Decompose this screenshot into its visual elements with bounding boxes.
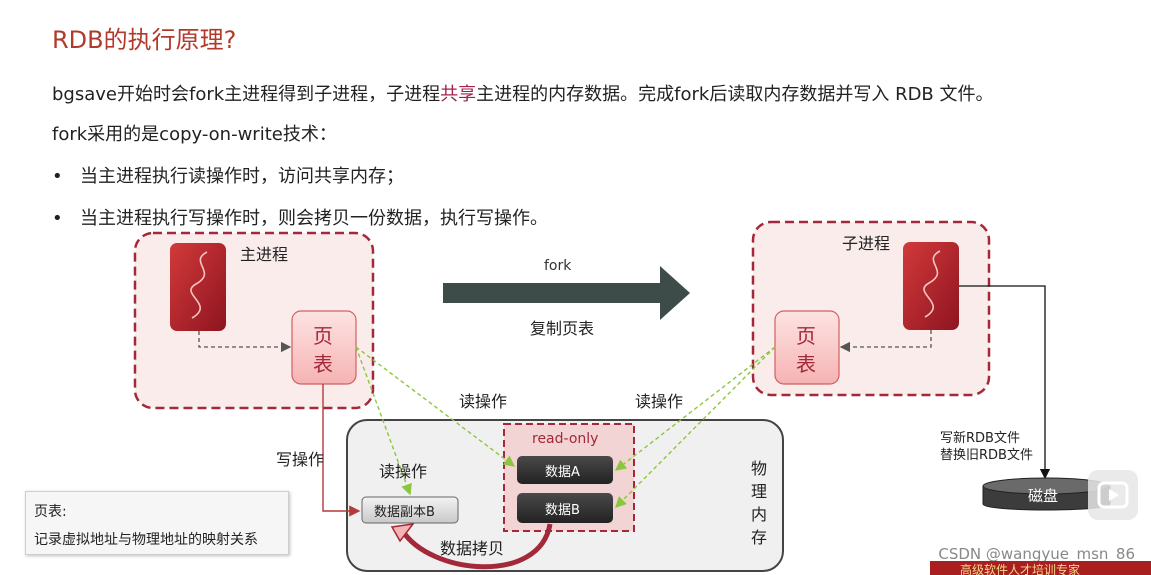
copy-page-table-label: 复制页表 — [530, 319, 595, 338]
child-process-block — [903, 242, 959, 330]
legend-box: 页表: 记录虚拟地址与物理地址的映射关系 — [25, 491, 289, 555]
data-copy-arrowhead — [390, 522, 415, 543]
write-arrow — [322, 384, 361, 517]
fork-label: fork — [544, 258, 572, 274]
main-page-table-char2: 表 — [313, 352, 333, 376]
child-page-table-char2: 表 — [796, 352, 816, 376]
data-a-label: 数据A — [545, 465, 580, 480]
fork-arrow — [443, 266, 690, 320]
read-op-left-label: 读操作 — [459, 392, 508, 411]
child-page-table-char1: 页 — [796, 324, 816, 348]
physical-memory-label: 物 理 内 存 — [749, 457, 769, 549]
intro-text-a: bgsave开始时会fork主进程得到子进程，子进程 — [52, 84, 441, 105]
child-process-label: 子进程 — [842, 234, 891, 253]
intro-text-b: 主进程的内存数据。完成fork后读取内存数据并写入 RDB 文件。 — [476, 84, 994, 105]
data-b-label: 数据B — [545, 503, 580, 518]
physical-memory-char: 物 — [750, 459, 767, 478]
write-rdb-line1: 写新RDB文件 — [940, 431, 1020, 446]
data-a-block — [517, 456, 613, 484]
csdn-watermark: CSDN @wangyue_msn_86 — [938, 545, 1135, 563]
cow-line: fork采用的是copy-on-write技术： — [52, 124, 337, 145]
legend-title: 页表: — [34, 504, 67, 520]
main-page-table-char1: 页 — [313, 324, 333, 348]
intro-line: bgsave开始时会fork主进程得到子进程，子进程共享主进程的内存数据。完成f… — [52, 80, 994, 106]
write-op-label: 写操作 — [276, 450, 325, 469]
write-rdb-line2: 替换旧RDB文件 — [940, 448, 1033, 463]
data-copy-label: 数据拷贝 — [440, 539, 505, 558]
bullet-dot: • — [52, 208, 63, 229]
child-to-disk-arrow — [959, 285, 1051, 480]
data-b-block — [517, 493, 613, 523]
physical-memory-char: 内 — [750, 505, 767, 524]
child-process-to-table-arrow — [839, 330, 932, 353]
data-copy-arrow — [399, 523, 553, 570]
child-read-arrow-a — [614, 346, 776, 471]
play-icon — [1097, 481, 1129, 509]
physical-memory-char: 理 — [750, 482, 767, 501]
bullet-dot: • — [52, 166, 63, 187]
child-read-arrow-b — [615, 346, 776, 508]
read-op-inner-label: 读操作 — [379, 462, 428, 481]
bullet-write: • 当主进程执行写操作时，则会拷贝一份数据，执行写操作。 — [52, 204, 548, 230]
main-read-arrow-a — [355, 346, 516, 467]
bullet-read-text: 当主进程执行读操作时，访问共享内存； — [80, 166, 404, 187]
main-process-thread-icon — [190, 251, 208, 319]
main-read-arrow-copy — [355, 346, 412, 496]
read-op-right-label: 读操作 — [635, 392, 684, 411]
write-rdb-note: 写新RDB文件 替换旧RDB文件 — [940, 430, 1033, 464]
read-only-label: read-only — [532, 431, 599, 447]
bottom-brand-strip: 高级软件人才培训专家 — [930, 561, 1151, 575]
bullet-write-text: 当主进程执行写操作时，则会拷贝一份数据，执行写操作。 — [80, 208, 548, 229]
intro-highlight: 共享 — [440, 84, 477, 105]
legend-desc: 记录虚拟地址与物理地址的映射关系 — [34, 532, 258, 548]
main-process-block — [170, 243, 226, 331]
page-title: RDB的执行原理? — [52, 26, 237, 54]
video-play-button[interactable] — [1088, 470, 1138, 520]
disk-label: 磁盘 — [1028, 487, 1059, 505]
child-process-thread-icon — [923, 250, 941, 318]
data-copy-b-label: 数据副本B — [374, 505, 435, 520]
data-copy-b-block — [361, 496, 459, 524]
main-process-label: 主进程 — [240, 245, 289, 264]
main-process-to-table-arrow — [198, 331, 292, 353]
bullet-read: • 当主进程执行读操作时，访问共享内存； — [52, 162, 404, 188]
physical-memory-char: 存 — [750, 528, 767, 547]
